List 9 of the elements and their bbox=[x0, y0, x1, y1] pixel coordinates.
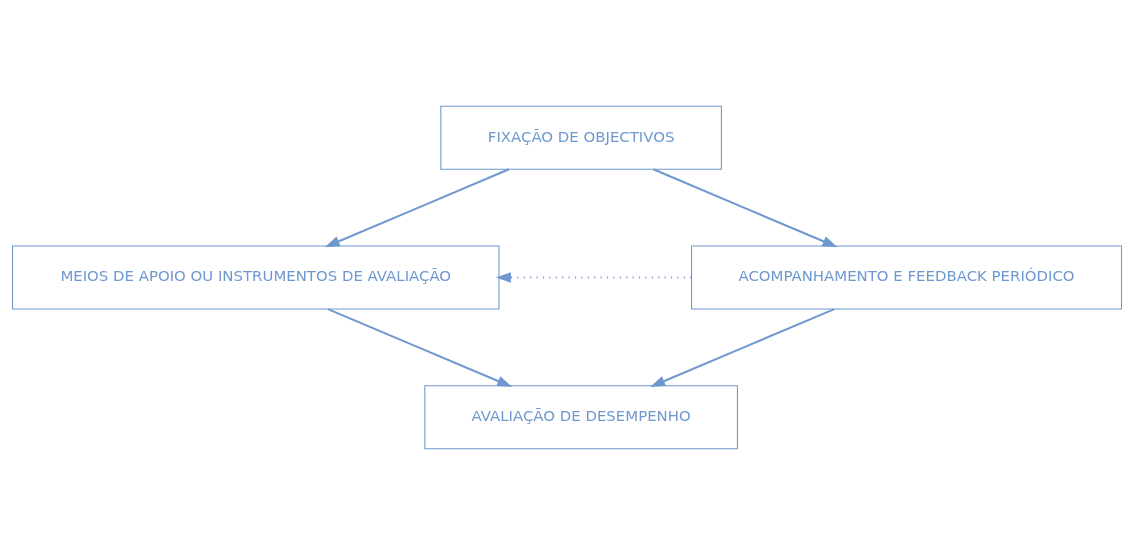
arrow bbox=[650, 307, 835, 387]
arrow bbox=[327, 307, 513, 387]
arrow bbox=[324, 167, 510, 247]
arrow bbox=[652, 167, 838, 247]
arrow bbox=[495, 271, 692, 283]
node-box: ACOMPANHAMENTO E FEEDBACK PERIÓDICO bbox=[691, 245, 1123, 309]
node-box: FIXAÇÃO DE OBJECTIVOS bbox=[440, 105, 722, 170]
node-box: MEIOS DE APOIO OU INSTRUMENTOS DE AVALIAÇÃO bbox=[11, 245, 500, 309]
node-box: AVALIAÇÃO DE DESEMPENHO bbox=[424, 384, 738, 449]
